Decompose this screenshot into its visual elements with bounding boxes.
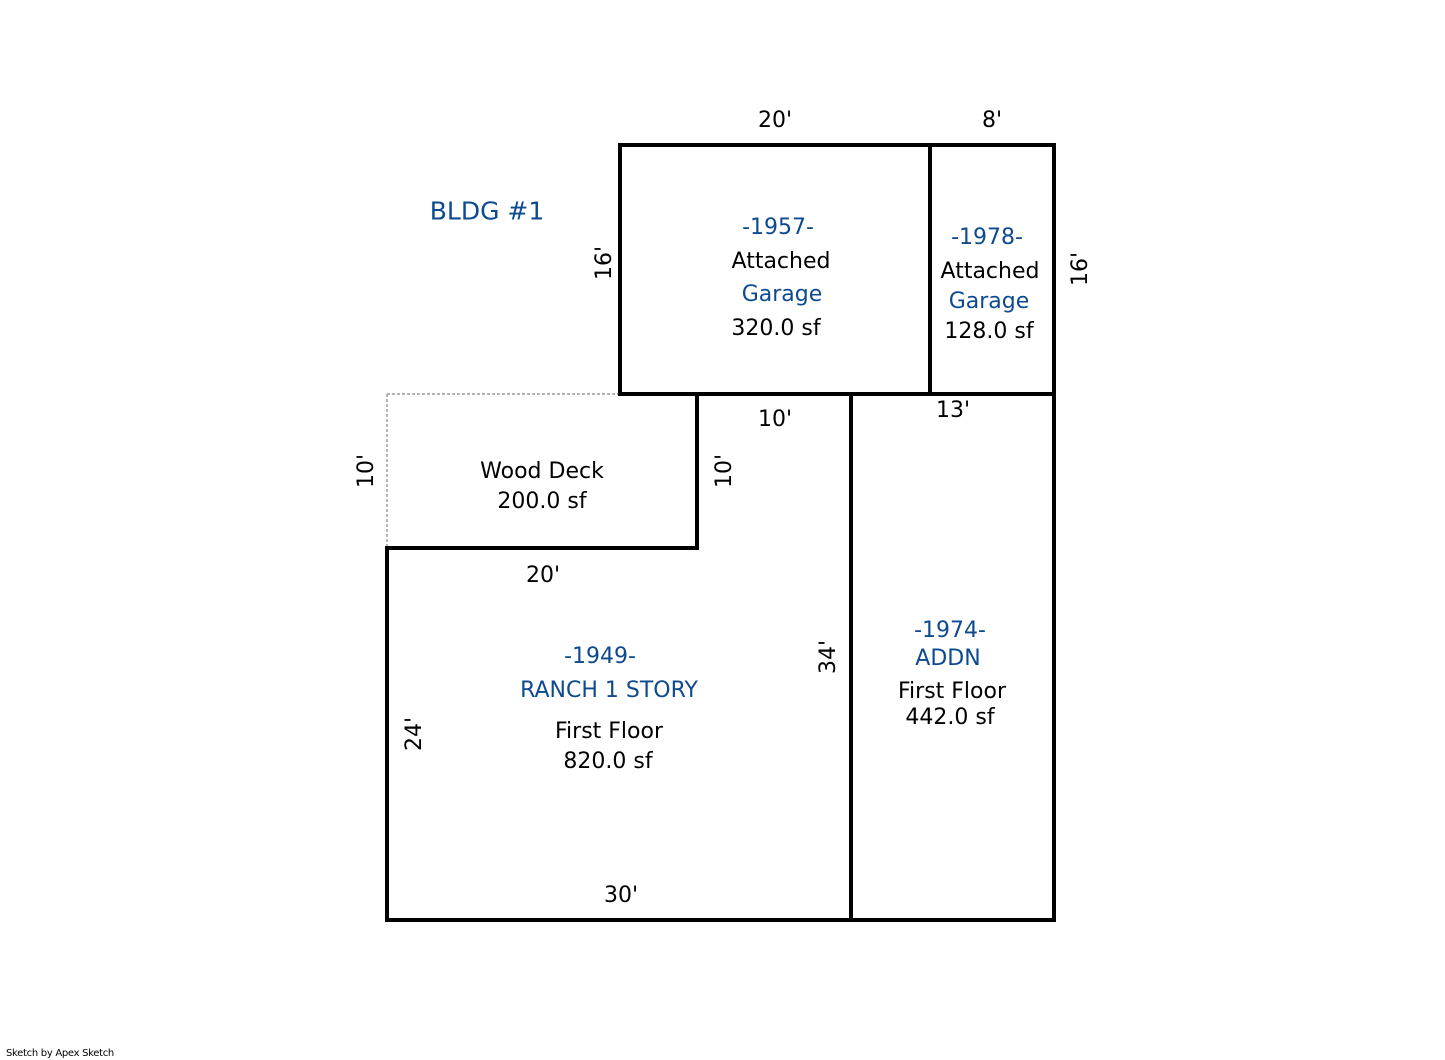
garage-1957-type-line2: Garage — [741, 282, 823, 307]
dim-garage1978-top: 8' — [981, 108, 1003, 133]
garage-1957-area: 320.0 sf — [731, 316, 821, 341]
wood-deck-area: 200.0 sf — [497, 489, 587, 514]
addn-1974-year: -1974- — [914, 618, 986, 643]
dim-ranch-bottom: 30' — [603, 883, 639, 908]
dim-garage1957-top: 20' — [757, 108, 793, 133]
dim-ranch-top-segment: 10' — [757, 407, 793, 432]
ranch-1949-area: 820.0 sf — [563, 749, 653, 774]
ranch-1949-style: RANCH 1 STORY — [520, 678, 698, 703]
dim-garage1957-left: 16' — [592, 245, 617, 281]
garage-1978-type-line1: Attached — [940, 259, 1040, 284]
ranch-1949-year: -1949- — [564, 644, 636, 669]
addn-1974-floor: First Floor — [897, 679, 1007, 704]
addn-1974-style: ADDN — [915, 646, 981, 671]
dim-deck-right: 10' — [712, 453, 737, 489]
wood-deck-outline — [386, 393, 620, 548]
garage-1978-year: -1978- — [951, 225, 1023, 250]
footer-credit: Sketch by Apex Sketch — [6, 1048, 114, 1059]
garage-1957-year: -1957- — [742, 215, 814, 240]
dim-ranch-right: 34' — [816, 639, 841, 675]
dim-garage1978-right: 16' — [1068, 251, 1093, 287]
garage-1957-type-line1: Attached — [731, 249, 831, 274]
dim-deck-left: 10' — [354, 453, 379, 489]
garage-1978-type-line2: Garage — [948, 289, 1030, 314]
garage-1978-area: 128.0 sf — [944, 319, 1034, 344]
addn-1974-outline — [849, 392, 1056, 922]
addn-1974-area: 442.0 sf — [905, 705, 995, 730]
building-title: BLDG #1 — [429, 196, 545, 226]
dim-ranch-left: 24' — [402, 716, 427, 752]
wood-deck-name: Wood Deck — [480, 459, 604, 484]
ranch-1949-floor: First Floor — [554, 719, 664, 744]
dim-addn-top: 13' — [935, 398, 971, 423]
wall-lines — [385, 143, 1056, 922]
dim-deck-bottom: 20' — [525, 563, 561, 588]
